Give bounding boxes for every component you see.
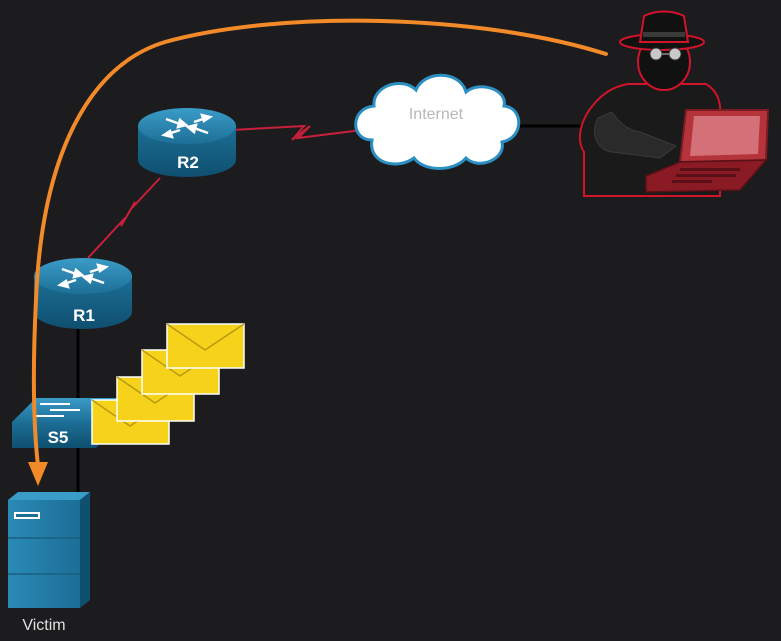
switch-s5-label: S5 — [48, 428, 69, 447]
attacker — [578, 10, 770, 197]
laptop-icon — [645, 109, 770, 193]
cloud-icon — [354, 73, 521, 170]
serial-link-r2-internet — [231, 124, 363, 141]
router-r2-label: R2 — [177, 153, 199, 172]
router-r1: R1 — [34, 258, 132, 329]
links — [76, 124, 600, 495]
router-icon — [138, 108, 236, 177]
victim-label: Victim — [22, 617, 65, 634]
arrowhead-icon — [28, 462, 48, 486]
serial-link-r1-r2 — [87, 177, 161, 259]
envelope-stack — [91, 323, 245, 445]
envelope-icon — [166, 323, 245, 369]
router-r2: R2 — [138, 108, 236, 177]
router-icon — [34, 258, 132, 329]
server-icon — [8, 492, 90, 608]
victim-server: Victim — [8, 492, 90, 634]
internet-label: Internet — [409, 106, 464, 123]
router-r1-label: R1 — [73, 306, 95, 325]
attack-arrow — [28, 18, 608, 486]
internet-cloud: Internet — [354, 73, 521, 170]
